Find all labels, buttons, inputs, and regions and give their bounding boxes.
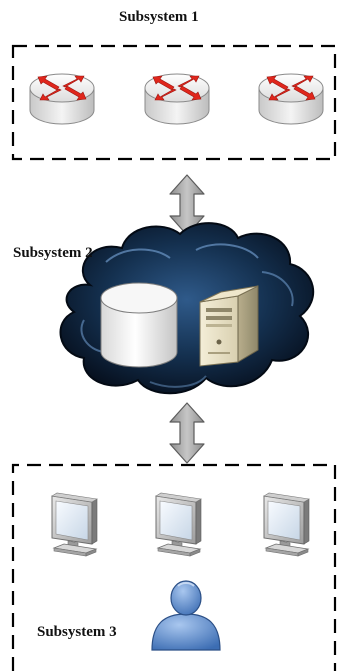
subsystem-1-label: Subsystem 1 <box>119 9 199 25</box>
subsystem-3-label: Subsystem 3 <box>37 624 117 640</box>
monitor-icon <box>155 492 202 557</box>
server-tower-icon <box>199 285 259 367</box>
router-icon <box>258 73 324 125</box>
router-icon <box>29 73 95 125</box>
monitor-icon <box>263 492 310 557</box>
database-icon <box>100 282 178 368</box>
router-icon <box>144 73 210 125</box>
double-arrow-icon <box>169 402 205 464</box>
user-icon <box>151 580 221 651</box>
subsystem-2-label: Subsystem 2 <box>13 245 93 261</box>
cloud-icon <box>59 222 315 395</box>
monitor-icon <box>51 492 98 557</box>
subsystem-1-boundary <box>11 44 337 161</box>
